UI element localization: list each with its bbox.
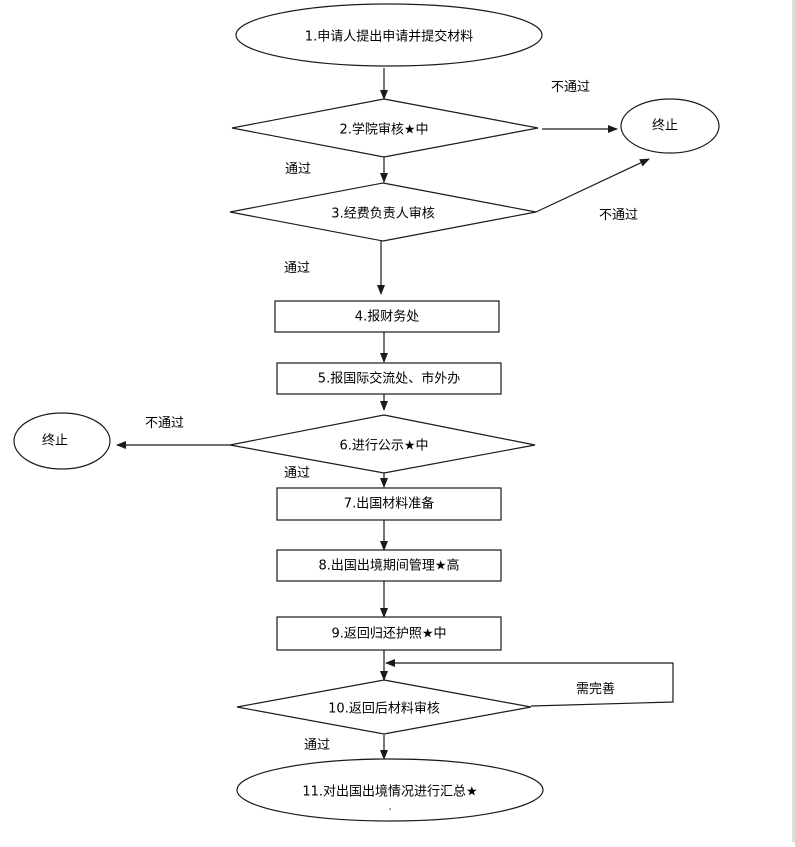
node-7: 7.出国材料准备	[276, 487, 502, 521]
edge-label-n2-pass: 通过	[285, 162, 311, 177]
node-1: 1.申请人提出申请并提交材料	[235, 3, 543, 67]
node-8-label: 8.出国出境期间管理★高	[318, 558, 459, 574]
edge-labels: 不通过 通过 不通过 通过 不通过 通过 需完善 通过	[145, 80, 638, 753]
node-9: 9.返回归还护照★中	[276, 616, 502, 651]
node-8: 8.出国出境期间管理★高	[276, 549, 502, 582]
node-3: 3.经费负责人审核	[229, 182, 537, 242]
node-11-label: 11.对出国出境情况进行汇总★	[302, 785, 477, 800]
node-6: 6.进行公示★中	[229, 414, 536, 474]
node-7-label: 7.出国材料准备	[344, 496, 434, 512]
edge-label-n2-fail: 不通过	[551, 80, 590, 95]
node-end-left: 终止	[13, 412, 111, 470]
node-3-label: 3.经费负责人审核	[331, 207, 434, 222]
edge-n10-loop	[385, 659, 674, 707]
edge-label-n6-pass: 通过	[284, 466, 310, 481]
node-10-label: 10.返回后材料审核	[328, 702, 440, 717]
node-6-label: 6.进行公示★中	[339, 439, 428, 454]
node-end-right: 终止	[620, 98, 720, 154]
node-10: 10.返回后材料审核	[236, 679, 532, 735]
edge-label-n3-fail: 不通过	[599, 208, 638, 223]
node-1-label: 1.申请人提出申请并提交材料	[305, 29, 473, 45]
end-left-label: 终止	[42, 433, 68, 449]
node-5-label: 5.报国际交流处、市外办	[318, 371, 460, 387]
edge-n3-end-right	[535, 158, 650, 213]
node-4-label: 4.报财务处	[355, 309, 419, 325]
edges	[116, 68, 674, 760]
node-11: 11.对出国出境情况进行汇总★	[236, 758, 544, 822]
node-4: 4.报财务处	[274, 300, 500, 333]
edge-label-n10-pass: 通过	[304, 738, 330, 753]
node-2: 2.学院审核★中	[231, 98, 539, 158]
node-5: 5.报国际交流处、市外办	[276, 362, 502, 395]
vertical-scrollbar[interactable]	[792, 0, 795, 842]
node-2-label: 2.学院审核★中	[339, 122, 428, 138]
node-9-label: 9.返回归还护照★中	[331, 627, 446, 642]
end-right-label: 终止	[652, 118, 678, 134]
edge-label-n6-fail: 不通过	[145, 416, 184, 431]
edge-label-n3-pass: 通过	[284, 261, 310, 276]
edge-label-n10-loop: 需完善	[576, 681, 615, 697]
dot-mark	[389, 808, 391, 810]
